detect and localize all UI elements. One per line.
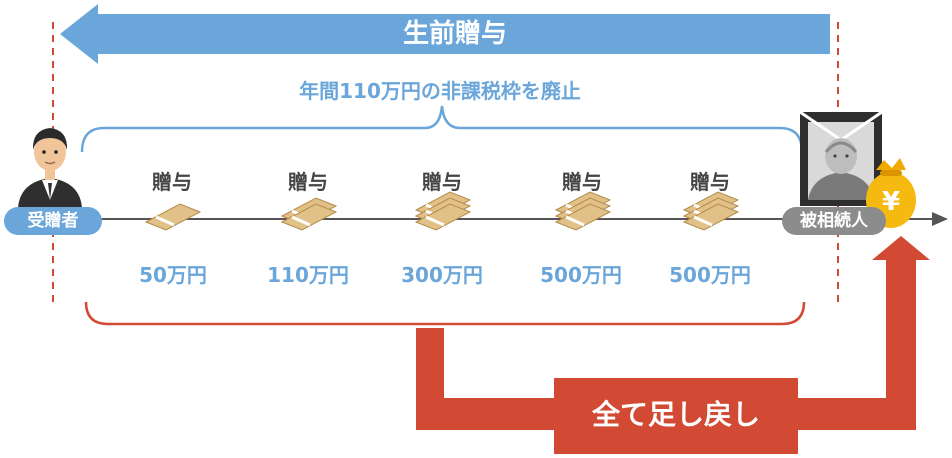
cash-bundle-icon — [280, 197, 338, 231]
recipient-badge: 受贈者 — [4, 207, 102, 235]
decedent-badge: 被相続人 — [782, 207, 886, 235]
banner-label: 生前贈与 — [402, 19, 507, 49]
svg-text:¥: ¥ — [882, 187, 900, 217]
cash-bundle-icon — [682, 191, 740, 231]
gift-label: 贈与 — [562, 170, 602, 194]
bottom-bracket — [84, 301, 806, 326]
gift-amount: 50万円 — [139, 263, 207, 287]
top-bracket — [80, 105, 804, 153]
gift-amount: 500万円 — [669, 263, 751, 287]
banner-arrow — [60, 4, 830, 64]
timeline-arrowhead — [932, 212, 948, 226]
gift-label: 贈与 — [690, 170, 730, 194]
gift-amount: 110万円 — [267, 263, 349, 287]
cash-bundle-icon — [144, 203, 202, 231]
bracket-label: 年間110万円の非課税枠を廃止 — [299, 79, 581, 103]
cash-bundle-icon — [554, 191, 612, 231]
gift-label: 贈与 — [152, 170, 192, 194]
man-in-suit-icon — [18, 128, 82, 208]
return-label: 全て足し戻し — [591, 398, 760, 431]
gift-label: 贈与 — [422, 170, 462, 194]
gift-label: 贈与 — [288, 170, 328, 194]
return-box — [554, 378, 798, 454]
gift-amount: 500万円 — [540, 263, 622, 287]
cash-bundle-icon — [414, 191, 472, 231]
gift-amount: 300万円 — [401, 263, 483, 287]
return-arrow — [416, 236, 930, 430]
